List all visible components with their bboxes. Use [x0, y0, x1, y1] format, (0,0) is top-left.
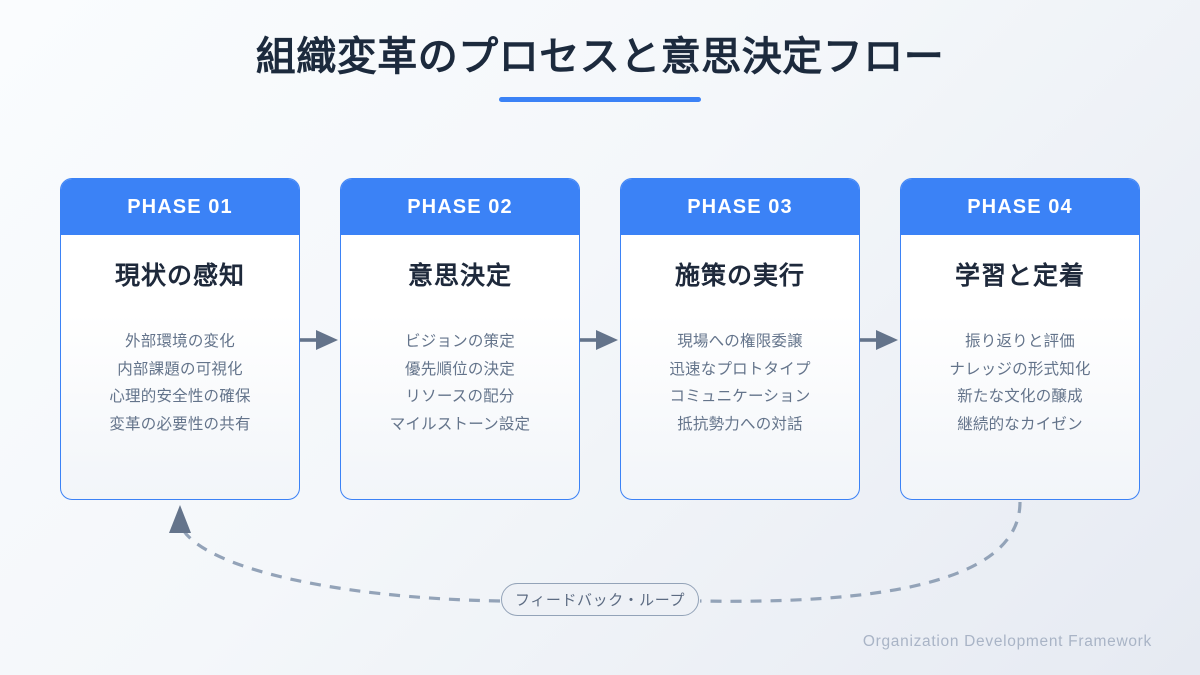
phase-card-01[interactable]: PHASE 01 現状の感知 外部環境の変化 内部課題の可視化 心理的安全性の確…	[60, 178, 300, 500]
arrow-right-icon	[580, 330, 618, 350]
phase-items-02: ビジョンの策定 優先順位の決定 リソースの配分 マイルストーン設定	[390, 328, 531, 438]
phase-badge-03: PHASE 03	[621, 179, 859, 235]
feedback-loop-label-pill: フィードバック・ループ	[501, 583, 699, 616]
feedback-loop-label: フィードバック・ループ	[514, 592, 686, 609]
phase-item: マイルストーン設定	[389, 415, 531, 433]
phase-items-03: 現場への権限委譲 迅速なプロトタイプ コミュニケーション 抵抗勢力への対話	[669, 328, 810, 438]
phase-item: 抵抗勢力への対話	[677, 415, 803, 433]
footer-caption: Organization Development Framework	[862, 633, 1152, 650]
phase-item: 迅速なプロトタイプ	[669, 360, 811, 378]
phase-item: 優先順位の決定	[405, 360, 515, 378]
phase-item: 新たな文化の醸成	[957, 388, 1083, 406]
phase-item: 心理的安全性の確保	[109, 388, 251, 406]
phase-item: リソースの配分	[405, 388, 515, 406]
phase-badge-02: PHASE 02	[341, 179, 579, 235]
title-block: 組織変革のプロセスと意思決定フロー	[0, 34, 1200, 102]
phase-badge-04: PHASE 04	[901, 179, 1139, 235]
phase-items-01: 外部環境の変化 内部課題の可視化 心理的安全性の確保 変革の必要性の共有	[109, 328, 250, 438]
phase-item: 内部課題の可視化	[117, 360, 243, 378]
phase-card-03[interactable]: PHASE 03 施策の実行 現場への権限委譲 迅速なプロトタイプ コミュニケー…	[620, 178, 860, 500]
phase-title-04: 学習と定着	[954, 262, 1085, 290]
phase-title-02: 意思決定	[407, 262, 512, 290]
phase-badge-01: PHASE 01	[61, 179, 299, 235]
page-title: 組織変革のプロセスと意思決定フロー	[255, 35, 945, 79]
phase-card-04[interactable]: PHASE 04 学習と定着 振り返りと評価 ナレッジの形式知化 新たな文化の醸…	[900, 178, 1140, 500]
phase-item: コミュニケーション	[669, 388, 811, 406]
arrow-right-icon	[860, 330, 898, 350]
phase-title-01: 現状の感知	[114, 262, 245, 290]
phase-card-02[interactable]: PHASE 02 意思決定 ビジョンの策定 優先順位の決定 リソースの配分 マイ…	[340, 178, 580, 500]
phase-item: 現場への権限委譲	[677, 333, 803, 350]
phase-title-03: 施策の実行	[674, 262, 805, 290]
phase-item: ナレッジの形式知化	[949, 360, 1091, 378]
title-underline	[499, 97, 701, 102]
phase-item: 変革の必要性の共有	[109, 415, 251, 433]
phase-items-04: 振り返りと評価 ナレッジの形式知化 新たな文化の醸成 継続的なカイゼン	[949, 328, 1090, 438]
phase-item: ビジョンの策定	[405, 333, 515, 350]
phase-cards-row: PHASE 01 現状の感知 外部環境の変化 内部課題の可視化 心理的安全性の確…	[60, 178, 1140, 500]
phase-item: 継続的なカイゼン	[957, 415, 1083, 433]
phase-item: 振り返りと評価	[965, 333, 1075, 350]
arrow-right-icon	[300, 330, 338, 350]
phase-item: 外部環境の変化	[125, 333, 235, 350]
